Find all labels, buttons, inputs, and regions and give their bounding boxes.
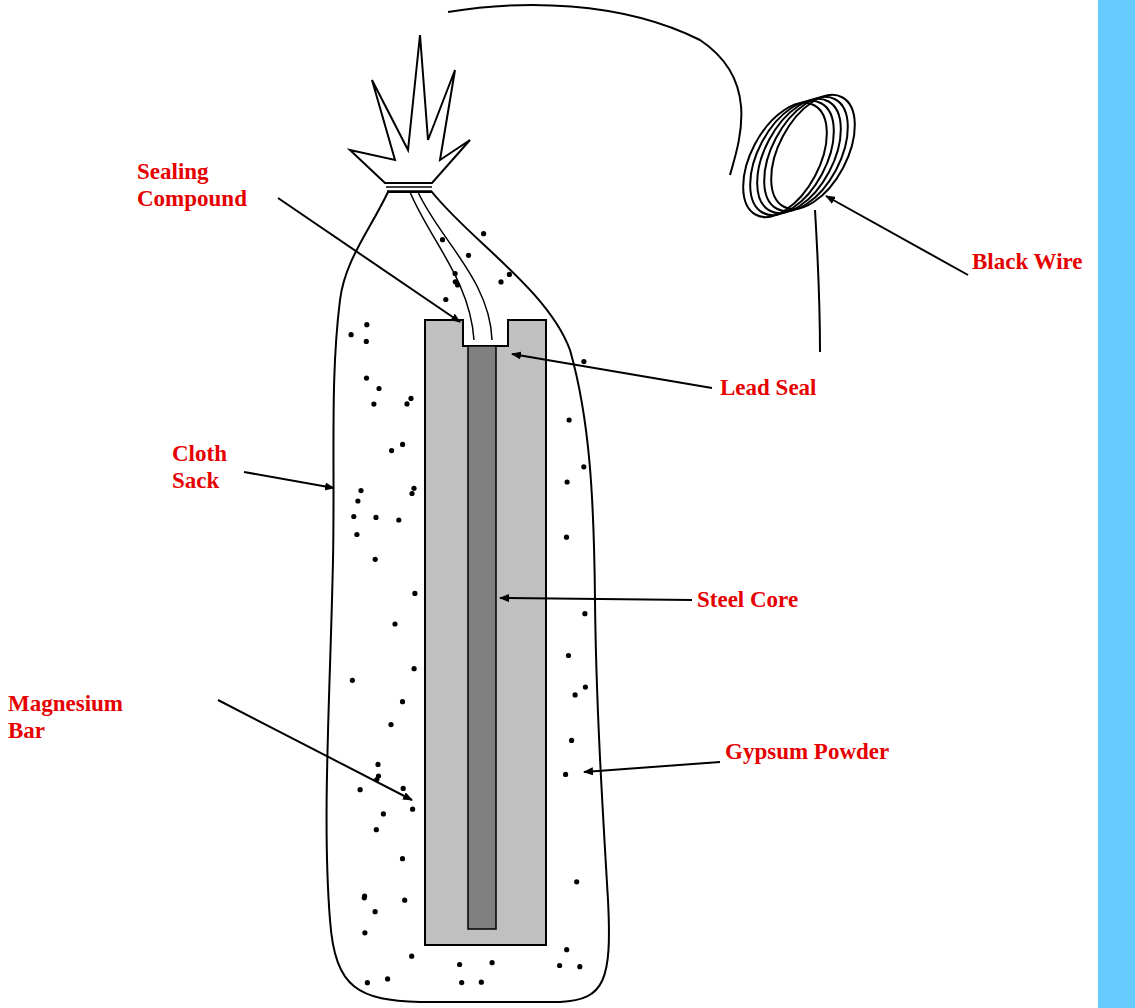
gypsum-dot [373, 909, 378, 914]
gypsum-dot [373, 515, 378, 520]
gypsum-dot [376, 774, 381, 779]
gypsum-dot [412, 591, 417, 596]
part-label: Sealing Compound [137, 158, 277, 212]
gypsum-dot [373, 557, 378, 562]
leader-lines [218, 196, 968, 800]
gypsum-dot [567, 417, 572, 422]
steel-core [468, 346, 496, 929]
gypsum-dot [354, 532, 359, 537]
gypsum-dot [409, 491, 414, 496]
gypsum-dot [364, 339, 369, 344]
gypsum-dot [364, 322, 369, 327]
gypsum-dot [569, 738, 574, 743]
wire-coil [726, 81, 872, 230]
gypsum-dot [507, 272, 512, 277]
gypsum-dot [351, 514, 356, 519]
gypsum-dot [577, 964, 582, 969]
gypsum-dot [490, 960, 495, 965]
gypsum-dots [349, 231, 589, 985]
gypsum-dot [411, 486, 416, 491]
gypsum-dot [365, 980, 370, 985]
gypsum-dot [581, 359, 586, 364]
gypsum-dot [392, 621, 397, 626]
side-bar [1098, 0, 1135, 1008]
part-label: Magnesium Bar [8, 690, 140, 744]
gypsum-dot [457, 962, 462, 967]
gypsum-dot [401, 786, 406, 791]
gypsum-dot [443, 297, 448, 302]
gypsum-dot [498, 279, 503, 284]
gypsum-dot [375, 762, 380, 767]
gypsum-dot [362, 930, 367, 935]
part-label: Gypsum Powder [725, 738, 889, 765]
gypsum-dot [557, 963, 562, 968]
gypsum-dot [350, 678, 355, 683]
part-label: Steel Core [697, 586, 798, 613]
gypsum-dot [564, 535, 569, 540]
gypsum-dot [402, 898, 407, 903]
part-label: Black Wire [972, 248, 1083, 275]
part-label: Lead Seal [720, 374, 816, 401]
cloth-sack [327, 192, 609, 1002]
magnesium-bar [425, 320, 546, 945]
gypsum-dot [381, 811, 386, 816]
gypsum-dot [565, 479, 570, 484]
part-label: Cloth Sack [172, 440, 244, 494]
gypsum-dot [564, 947, 569, 952]
gypsum-dot [566, 653, 571, 658]
gypsum-dot [481, 231, 486, 236]
gypsum-dot [396, 517, 401, 522]
gypsum-dot [385, 976, 390, 981]
gypsum-dot [400, 442, 405, 447]
gypsum-dot [376, 386, 381, 391]
gypsum-dot [574, 879, 579, 884]
gypsum-dot [362, 895, 367, 900]
gypsum-dot [364, 376, 369, 381]
gypsum-dot [371, 402, 376, 407]
gypsum-dot [389, 448, 394, 453]
sack-top [350, 35, 470, 183]
gypsum-dot [400, 699, 405, 704]
gypsum-dot [573, 692, 578, 697]
gypsum-dot [404, 401, 409, 406]
gypsum-dot [408, 396, 413, 401]
gypsum-dot [374, 827, 379, 832]
gypsum-dot [410, 807, 415, 812]
gypsum-dot [349, 332, 354, 337]
gypsum-dot [581, 464, 586, 469]
gypsum-dot [440, 237, 445, 242]
gypsum-dot [479, 980, 484, 985]
gypsum-dot [400, 856, 405, 861]
gypsum-dot [358, 787, 363, 792]
gypsum-dot [466, 253, 471, 258]
gypsum-dot [459, 980, 464, 985]
gypsum-dot [388, 722, 393, 727]
gypsum-dot [358, 488, 363, 493]
gypsum-dot [355, 498, 360, 503]
gypsum-dot [412, 666, 417, 671]
gypsum-dot [583, 685, 588, 690]
gypsum-dot [409, 954, 414, 959]
gypsum-dot [563, 772, 568, 777]
gypsum-dot [582, 611, 587, 616]
